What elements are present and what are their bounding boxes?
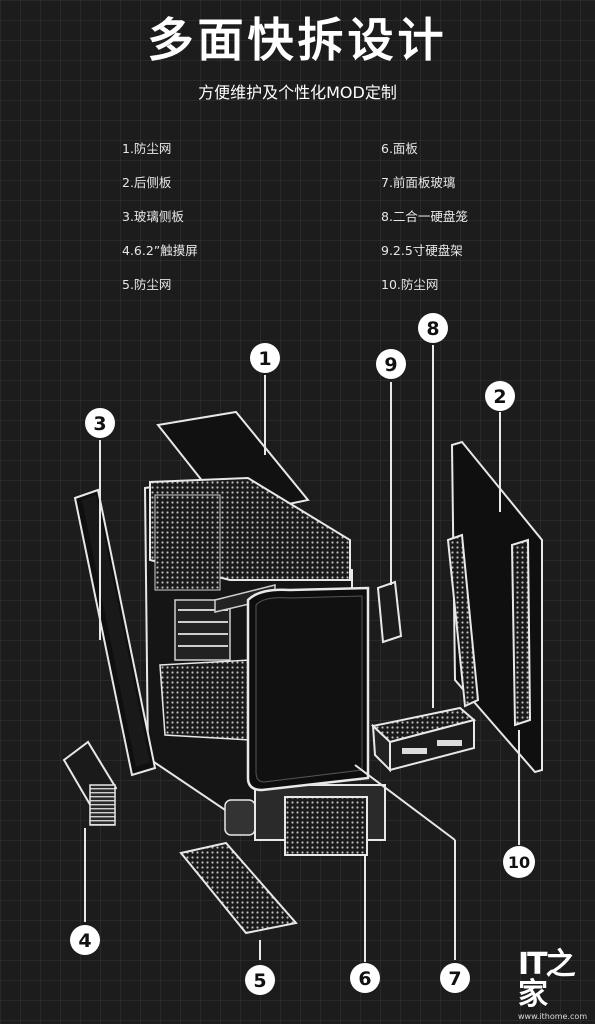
bottom-dust-filter xyxy=(179,841,298,935)
front-panel xyxy=(254,784,386,856)
callout-1: 1 xyxy=(250,343,280,373)
brand-url: www.ithome.com xyxy=(518,1012,588,1021)
legend-item: 6.面板 xyxy=(381,141,418,156)
callout-10: 10 xyxy=(503,846,535,878)
brand-watermark: IT之家 www.ithome.com xyxy=(518,950,588,1024)
callout-label: 5 xyxy=(253,970,266,992)
callout-label: 6 xyxy=(358,968,371,990)
callout-3: 3 xyxy=(85,408,115,438)
page-subtitle: 方便维护及个性化MOD定制 xyxy=(198,83,397,102)
callout-label: 9 xyxy=(384,354,397,376)
callout-5: 5 xyxy=(245,965,275,995)
callout-label: 10 xyxy=(508,853,530,872)
page-title: 多面快拆设计 xyxy=(147,13,448,67)
callout-label: 4 xyxy=(78,930,91,952)
touch-screen xyxy=(62,740,118,826)
callout-4: 4 xyxy=(70,925,100,955)
legend-item: 4.6.2”触摸屏 xyxy=(122,243,198,258)
callout-8: 8 xyxy=(418,313,448,343)
callout-label: 3 xyxy=(93,413,106,435)
hdd-cage xyxy=(370,706,477,773)
callout-label: 8 xyxy=(426,318,439,340)
legend-item: 2.后侧板 xyxy=(122,175,172,190)
legend-item: 1.防尘网 xyxy=(122,141,172,156)
legend-item: 3.玻璃侧板 xyxy=(122,209,184,224)
legend-item: 5.防尘网 xyxy=(122,277,172,292)
legend-item: 8.二合一硬盘笼 xyxy=(381,209,468,224)
leader-lines xyxy=(84,345,520,962)
front-glass-panel xyxy=(246,586,370,792)
side-dust-filter xyxy=(446,533,480,708)
legend-item: 10.防尘网 xyxy=(381,277,439,292)
callout-label: 1 xyxy=(258,348,271,370)
drive-bracket xyxy=(376,580,403,644)
parts-legend-left: 1.防尘网 2.后侧板 3.玻璃侧板 4.6.2”触摸屏 5.防尘网 xyxy=(122,140,198,310)
callout-2: 2 xyxy=(485,381,515,411)
callout-6: 6 xyxy=(350,963,380,993)
brand-logo: IT之家 xyxy=(518,947,576,1012)
legend-item: 9.2.5寸硬盘架 xyxy=(381,243,463,258)
callout-7: 7 xyxy=(440,963,470,993)
legend-item: 7.前面板玻璃 xyxy=(381,175,456,190)
parts-legend-right: 6.面板 7.前面板玻璃 8.二合一硬盘笼 9.2.5寸硬盘架 10.防尘网 xyxy=(381,140,468,310)
callout-label: 7 xyxy=(448,968,461,990)
callout-label: 2 xyxy=(493,386,506,408)
callout-9: 9 xyxy=(376,349,406,379)
